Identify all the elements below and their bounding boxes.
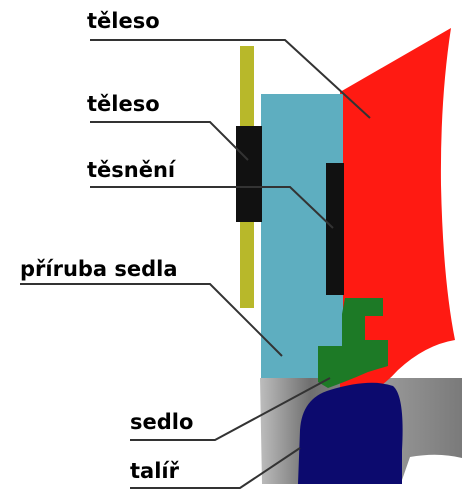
label-sedlo: sedlo [130, 410, 193, 434]
leader-lines [20, 39, 371, 489]
leader-line-teleso-mid [90, 121, 249, 161]
leader-line-talir [130, 447, 301, 489]
label-priruba-sedla: příruba sedla [20, 257, 178, 281]
label-teleso-mid: těleso [87, 92, 160, 116]
label-tesneni: těsnění [87, 158, 177, 182]
leader-line-tesneni [90, 186, 334, 229]
valve-disc-navy [298, 382, 403, 484]
label-teleso-top: těleso [87, 9, 160, 33]
seat-green [318, 298, 388, 388]
leader-line-priruba-sedla [20, 283, 283, 357]
leader-line-sedlo [130, 377, 331, 441]
gasket-left [236, 126, 262, 222]
label-talir: talíř [130, 459, 180, 483]
gasket-right [326, 163, 344, 295]
leader-line-teleso-top [90, 39, 371, 119]
